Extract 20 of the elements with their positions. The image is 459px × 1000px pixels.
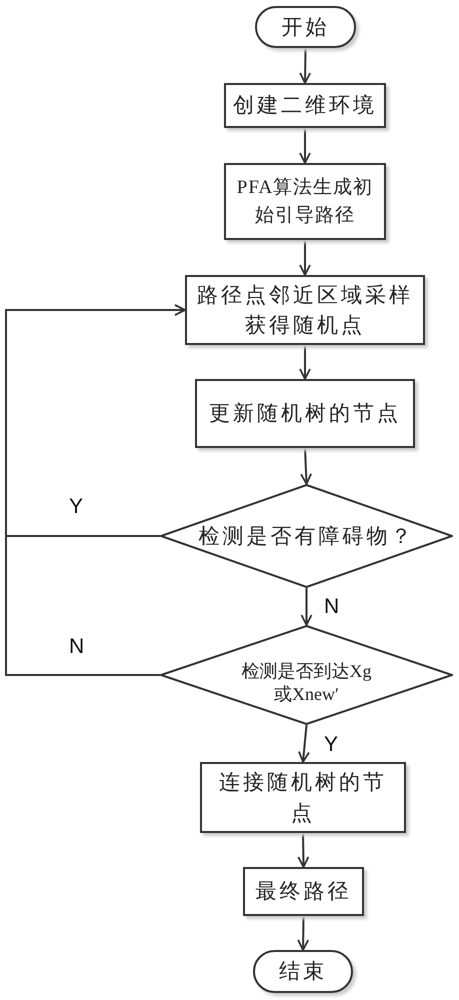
arrow — [298, 724, 310, 763]
decision-diamond: 检测是否有障碍物？ — [160, 484, 453, 588]
process-box: 连接随机树的节点 — [200, 762, 406, 833]
arrow — [299, 240, 311, 276]
process-box: PFA算法生成初始引导路径 — [224, 163, 386, 240]
arrow — [297, 916, 310, 951]
arrow — [299, 345, 311, 380]
arrow — [297, 832, 310, 868]
process-box: 最终路径 — [243, 867, 364, 916]
decision-diamond: 检测是否到达Xg或Xnew′ — [160, 625, 453, 725]
terminal-box: 结束 — [253, 950, 353, 993]
arrow — [299, 48, 312, 84]
process-box: 更新随机树的节点 — [195, 379, 415, 448]
arrow — [5, 304, 186, 676]
process-box: 路径点邻近区域采样获得随机点 — [185, 275, 425, 345]
terminal-box: 开始 — [255, 6, 356, 48]
arrow — [300, 588, 312, 626]
arrow — [299, 128, 311, 164]
arrow — [300, 448, 312, 485]
process-box: 创建二维环境 — [224, 83, 386, 128]
